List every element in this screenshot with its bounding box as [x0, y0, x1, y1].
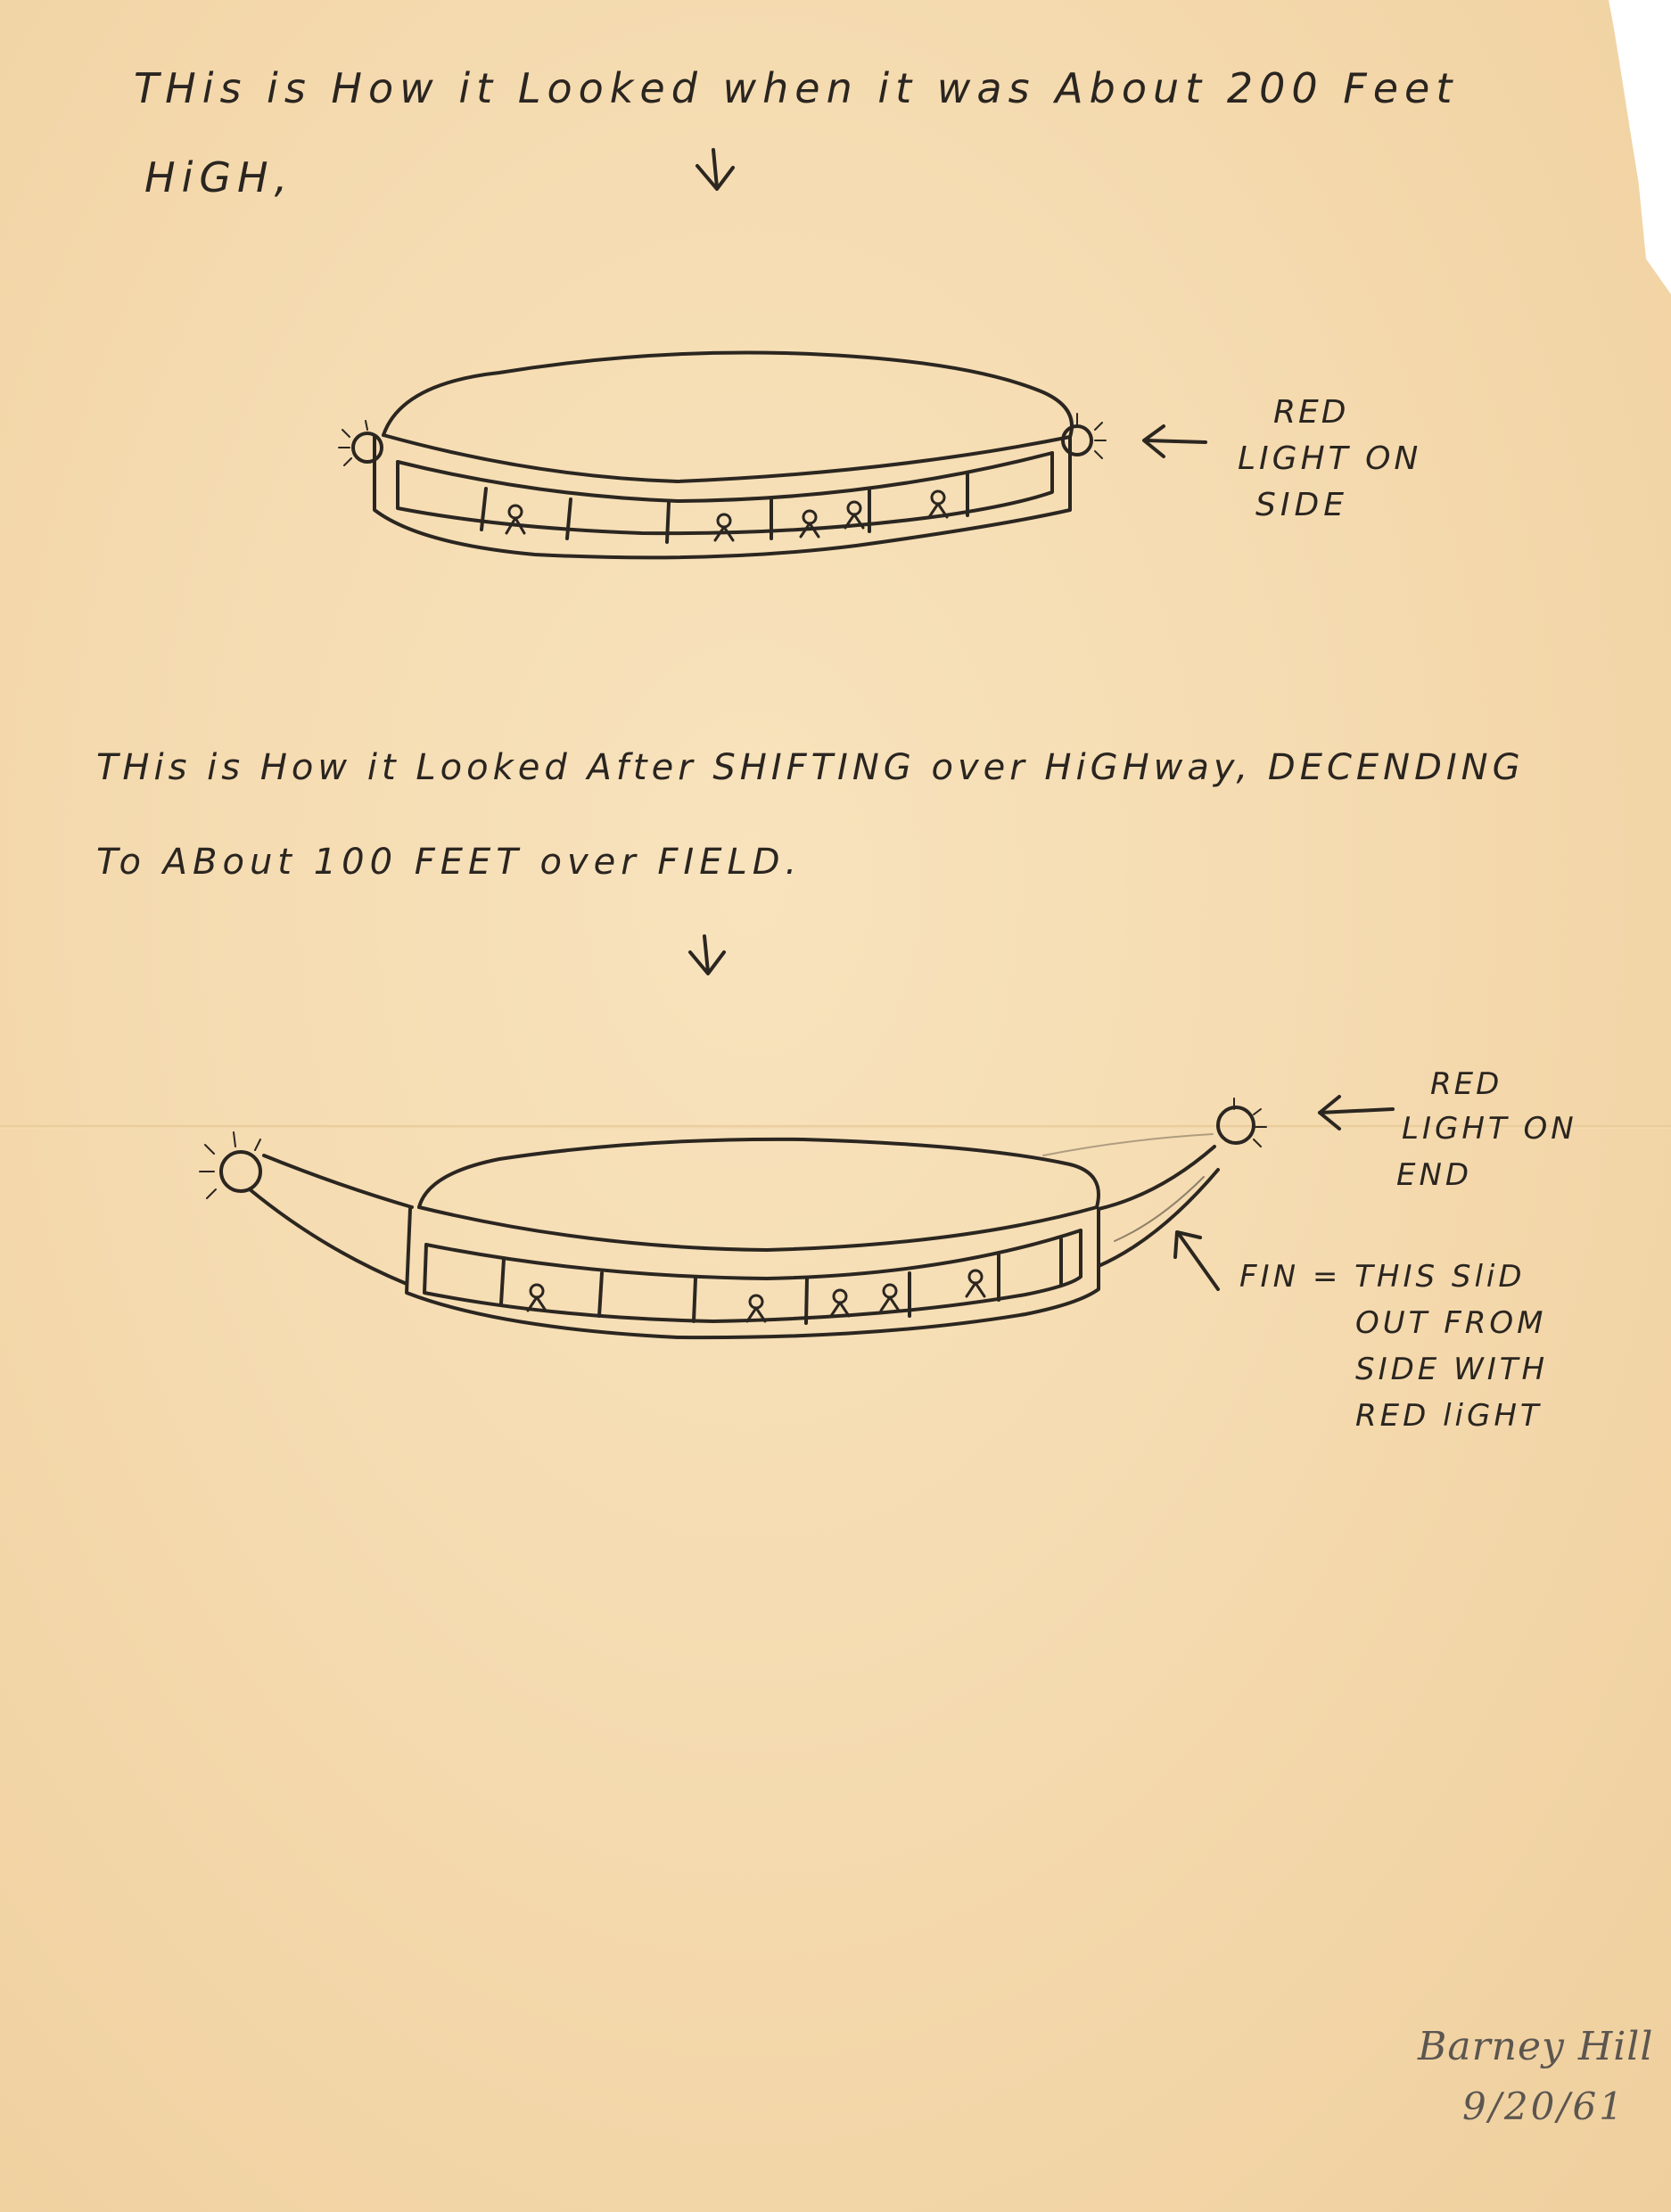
pointer-arrow-3-icon	[1175, 1232, 1218, 1289]
pointer-arrow-2-icon	[1320, 1097, 1393, 1129]
ufo-sketch-100ft	[200, 1098, 1266, 1337]
pointer-arrow-1-icon	[1144, 426, 1206, 456]
ufo-sketch-200ft	[339, 352, 1106, 557]
down-arrow-2-icon	[690, 936, 724, 974]
down-arrow-1-icon	[697, 150, 733, 189]
